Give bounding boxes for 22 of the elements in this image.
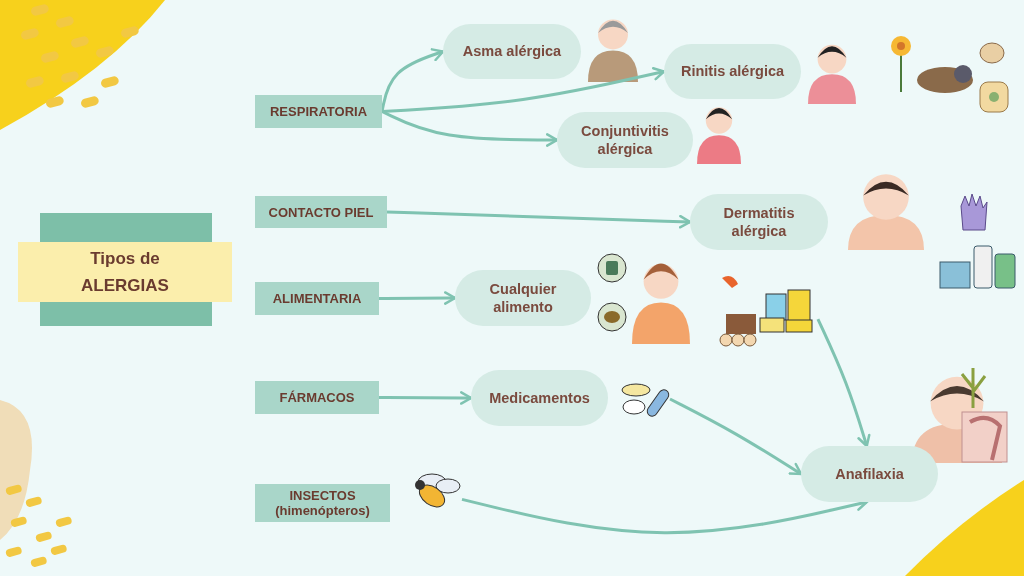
allergy-type-box: Conjuntivitis alérgica [557, 112, 693, 168]
arrow [669, 397, 803, 476]
category-label: FÁRMACOS [255, 381, 379, 414]
arrow [381, 66, 666, 113]
category-label: RESPIRATORIA [255, 95, 382, 128]
allergy-type-box: Medicamentos [471, 370, 608, 426]
arrow [381, 110, 559, 147]
category-label: ALIMENTARIA [255, 282, 379, 315]
title-banner: Tipos de ALERGIAS [18, 242, 232, 302]
arrow [379, 291, 457, 305]
allergy-type-box: Anafilaxia [801, 446, 938, 502]
allergy-type-box: Asma alérgica [443, 24, 581, 79]
arrow [461, 497, 868, 535]
allergy-type-box: Cualquier alimento [455, 270, 591, 326]
allergy-type-box: Dermatitis alérgica [690, 194, 828, 250]
pills-drawing [620, 380, 670, 418]
arrow [379, 391, 473, 405]
arrow [386, 210, 692, 229]
category-label: INSECTOS (himenópteros) [255, 484, 390, 522]
allergy-type-box: Rinitis alérgica [664, 44, 801, 99]
category-label: CONTACTO PIEL [255, 196, 387, 228]
arrow [816, 318, 871, 448]
